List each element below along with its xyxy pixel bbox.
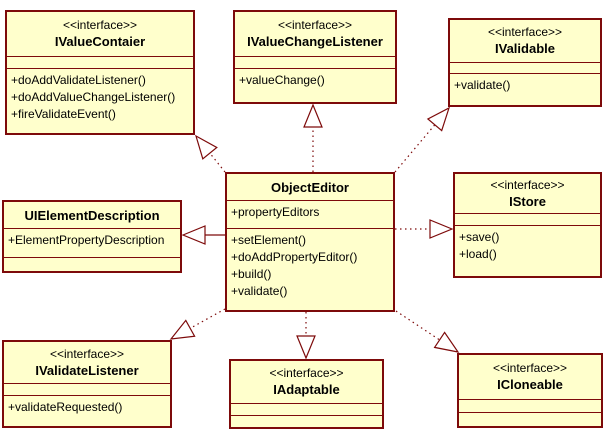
class-ivaluecontaier[interactable]: <<interface>> IValueContaier +doAddValid…: [5, 10, 195, 135]
methods-compartment: +setElement() +doAddPropertyEditor() +bu…: [227, 228, 393, 310]
generalization-objecteditor-to-uielementdescription: [181, 225, 225, 245]
realization-objecteditor-to-ivalidable: [394, 106, 451, 173]
attributes-compartment: [459, 399, 601, 412]
class-name: IValueChangeListener: [247, 34, 383, 49]
method: +setElement(): [231, 233, 307, 247]
methods-compartment: +validate(): [450, 73, 600, 105]
method: +doAddValidateListener(): [11, 73, 146, 87]
method: +save(): [459, 230, 500, 244]
method: +valueChange(): [239, 73, 325, 87]
class-ivaluechangelistener[interactable]: <<interface>> IValueChangeListener +valu…: [233, 10, 397, 104]
class-istore[interactable]: <<interface>> IStore +save() +load(): [453, 172, 602, 278]
hollow-triangle-arrowhead: [303, 103, 323, 128]
attributes-compartment: [7, 56, 193, 68]
class-title: <<interface>> IValidable: [450, 20, 600, 62]
methods-compartment: +save() +load(): [455, 225, 600, 276]
class-title: <<interface>> ICloneable: [459, 355, 601, 399]
class-uielementdescription[interactable]: UIElementDescription +ElementPropertyDes…: [2, 200, 182, 273]
attributes-compartment: [4, 383, 170, 395]
realization-objecteditor-to-ivaluechangelistener: [303, 103, 323, 172]
realization-objecteditor-to-istore: [395, 219, 454, 239]
attributes-compartment: +propertyEditors: [227, 200, 393, 228]
methods-compartment: +doAddValidateListener() +doAddValueChan…: [7, 68, 193, 133]
attributes-compartment: [455, 213, 600, 225]
methods-compartment: +validateRequested(): [4, 395, 170, 426]
class-title: <<interface>> IAdaptable: [231, 361, 382, 403]
class-ivalidable[interactable]: <<interface>> IValidable +validate(): [448, 18, 602, 107]
stereotype-label: <<interface>>: [269, 366, 344, 380]
class-name: IStore: [509, 193, 546, 209]
hollow-triangle-arrowhead: [169, 319, 196, 340]
realization-objecteditor-to-iadaptable: [296, 312, 316, 360]
class-name: ObjectEditor: [270, 179, 349, 195]
stereotype-label: <<interface>>: [62, 18, 138, 32]
class-name: IAdaptable: [273, 382, 340, 397]
method: +load(): [459, 247, 497, 261]
hollow-triangle-arrowhead: [433, 331, 460, 353]
stereotype-label: <<interface>>: [487, 25, 563, 39]
class-title: ObjectEditor: [227, 174, 393, 200]
stereotype-label: <<interface>>: [490, 177, 565, 192]
realization-objecteditor-to-icloneable: [395, 310, 460, 353]
class-icloneable[interactable]: <<interface>> ICloneable: [457, 353, 603, 428]
methods-compartment: [4, 257, 180, 271]
stereotype-label: <<interface>>: [49, 346, 125, 361]
hollow-triangle-arrowhead: [181, 225, 206, 245]
hollow-triangle-arrowhead: [195, 134, 218, 160]
realization-objecteditor-to-ivalidatelistener: [169, 308, 226, 340]
class-title: <<interface>> IValueContaier: [7, 12, 193, 56]
class-iadaptable[interactable]: <<interface>> IAdaptable: [229, 359, 384, 429]
method: +validate(): [231, 284, 288, 298]
class-title: <<interface>> IValidateListener: [4, 342, 170, 383]
realization-objecteditor-to-ivaluecontaier: [195, 134, 226, 173]
methods-compartment: +valueChange(): [235, 68, 395, 102]
method: +validateRequested(): [8, 400, 123, 414]
hollow-triangle-arrowhead: [426, 106, 451, 132]
class-name: IValueContaier: [54, 34, 146, 49]
class-title: UIElementDescription: [4, 202, 180, 228]
class-name: IValidateListener: [35, 362, 139, 378]
class-title: <<interface>> IValueChangeListener: [235, 12, 395, 56]
attributes-compartment: [450, 62, 600, 73]
hollow-triangle-arrowhead: [296, 335, 316, 360]
class-name: IValidable: [495, 41, 555, 56]
class-objecteditor[interactable]: ObjectEditor +propertyEditors +setElemen…: [225, 172, 395, 312]
hollow-triangle-arrowhead: [429, 219, 454, 239]
method: +build(): [231, 267, 272, 281]
method: +validate(): [454, 78, 511, 92]
class-name: UIElementDescription: [24, 207, 160, 223]
class-name: ICloneable: [497, 377, 563, 392]
method: +doAddPropertyEditor(): [231, 250, 358, 264]
attributes-compartment: +ElementPropertyDescription: [4, 228, 180, 257]
attributes-compartment: [235, 56, 395, 68]
attributes-compartment: [231, 403, 382, 415]
methods-compartment: [231, 415, 382, 427]
class-title: <<interface>> IStore: [455, 174, 600, 213]
attribute: +propertyEditors: [231, 205, 320, 219]
methods-compartment: [459, 412, 601, 426]
method: +doAddValueChangeListener(): [11, 90, 176, 104]
attribute: +ElementPropertyDescription: [8, 233, 165, 247]
class-ivalidatelistener[interactable]: <<interface>> IValidateListener +validat…: [2, 340, 172, 428]
stereotype-label: <<interface>>: [492, 361, 568, 375]
stereotype-label: <<interface>>: [277, 18, 353, 32]
method: +fireValidateEvent(): [11, 107, 116, 121]
